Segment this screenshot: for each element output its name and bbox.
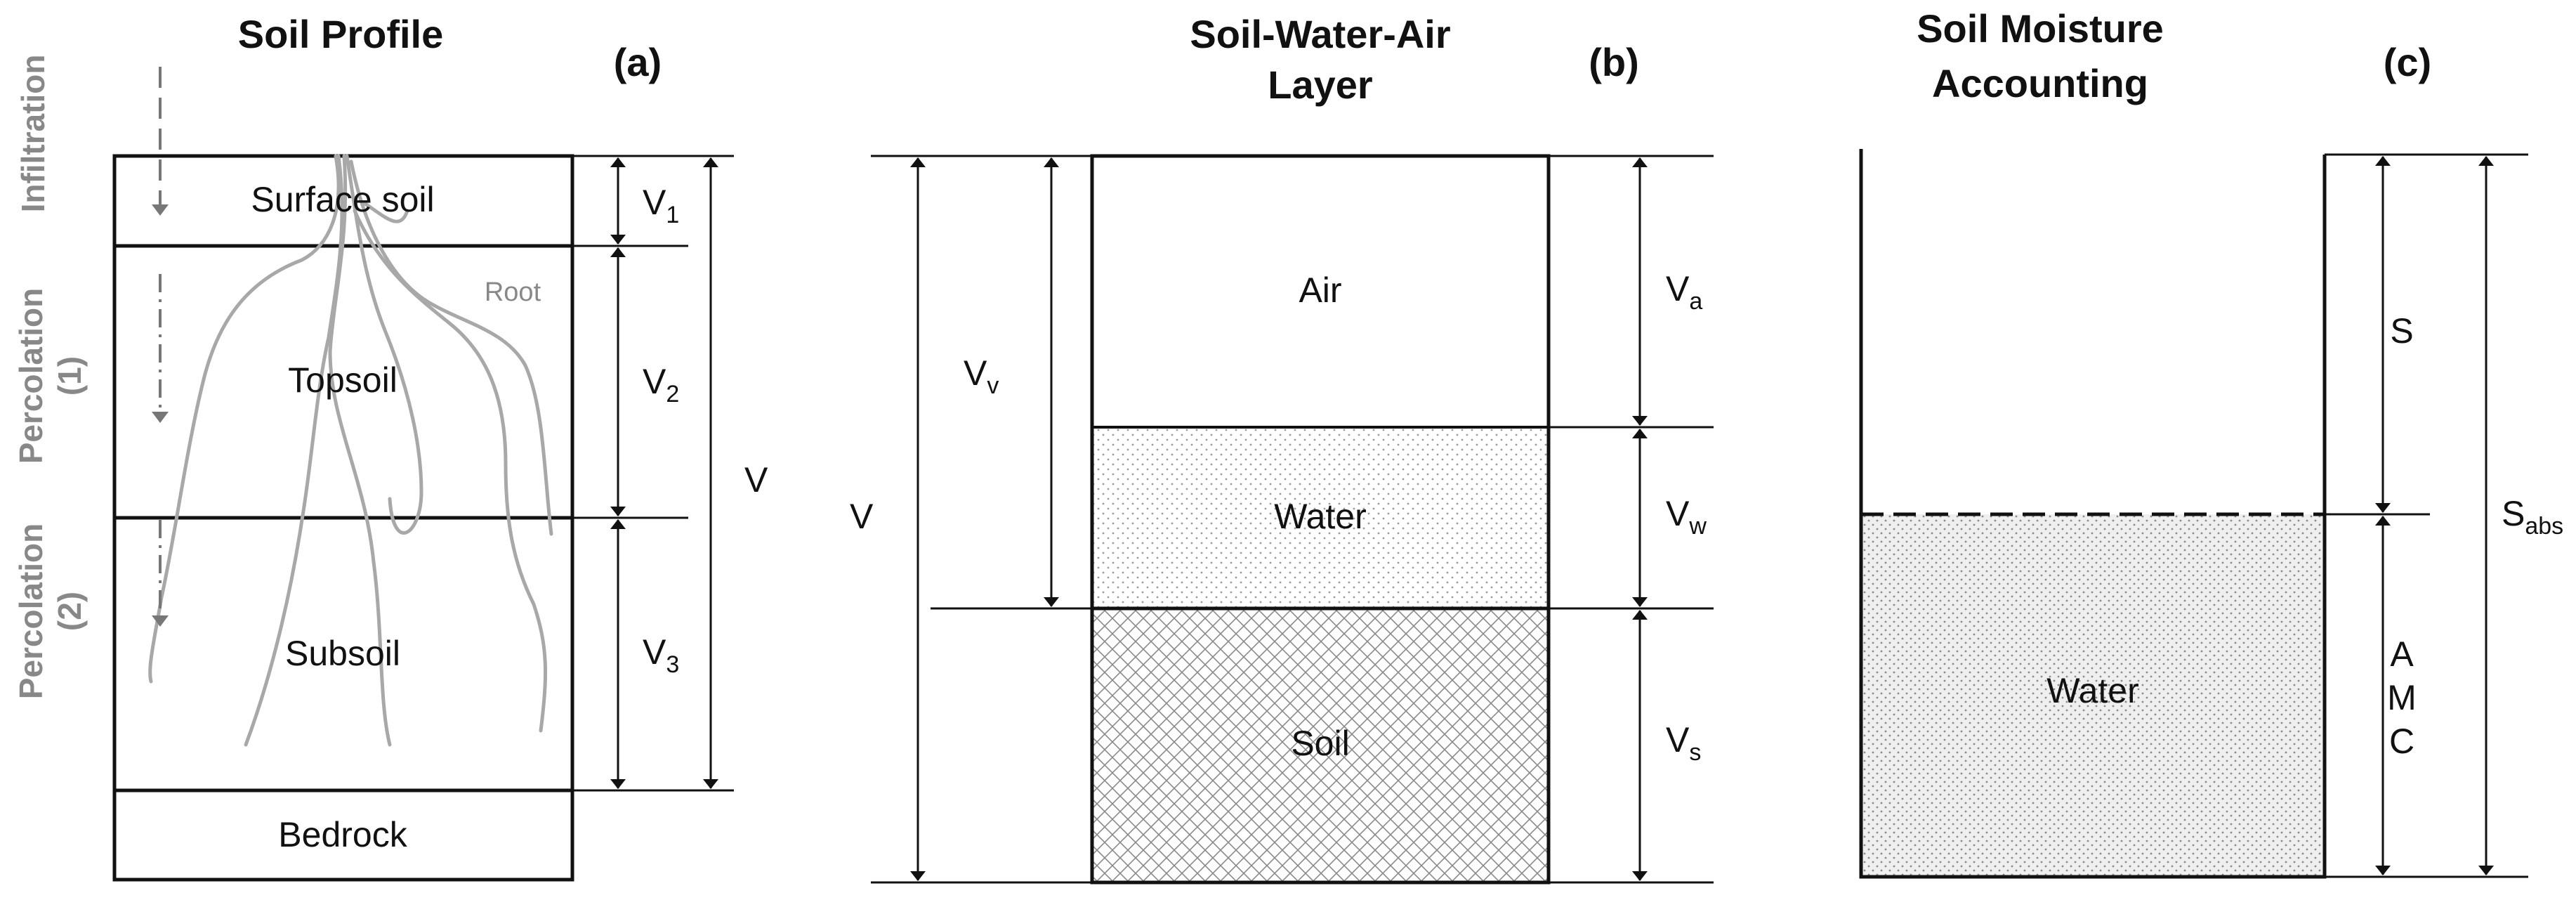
water-layer-fill	[1092, 427, 1549, 608]
percolation-1-label: Percolation	[13, 288, 49, 464]
panel-b: Soil-Water-Air Layer (b) Air Water Soil	[850, 12, 1714, 885]
v-total-label-a: V	[744, 460, 768, 500]
root-lines	[148, 154, 553, 747]
panel-c-title-line2: Accounting	[1932, 61, 2148, 105]
panel-a: Soil Profile (a) Infiltration Percolatio…	[13, 12, 768, 882]
v2-label: V2	[643, 362, 679, 407]
panel-b-tag: (b)	[1589, 40, 1639, 84]
va-label: Va	[1666, 269, 1702, 315]
v1-label: V1	[643, 183, 679, 228]
amc-letter-m: M	[2387, 678, 2417, 717]
percolation-2-number: (2)	[51, 592, 88, 631]
vs-label: Vs	[1666, 720, 1701, 766]
water-label-c: Water	[2046, 671, 2139, 710]
water-label-b: Water	[1274, 497, 1367, 536]
s-label: S	[2390, 311, 2413, 351]
soil-water-air-box	[1090, 154, 1551, 885]
v-total-label-b: V	[850, 497, 874, 536]
vw-label: Vw	[1666, 494, 1707, 540]
percolation-2-label: Percolation	[13, 523, 49, 700]
soil-label: Soil	[1291, 724, 1349, 763]
amc-letter-a: A	[2390, 634, 2414, 674]
panel-b-title-line1: Soil-Water-Air	[1190, 12, 1450, 56]
v3-label: V3	[643, 632, 679, 678]
topsoil-label: Topsoil	[288, 360, 397, 400]
water-fill-c	[1861, 514, 2325, 877]
panel-a-tag: (a)	[614, 40, 662, 84]
subsoil-label: Subsoil	[285, 634, 400, 673]
percolation-1-number: (1)	[51, 356, 88, 396]
air-label: Air	[1299, 270, 1341, 310]
amc-letter-c: C	[2389, 722, 2414, 761]
bedrock-label: Bedrock	[278, 815, 407, 854]
surface-soil-label: Surface soil	[251, 180, 434, 219]
panel-b-title-line2: Layer	[1268, 63, 1372, 107]
panel-c: Soil Moisture Accounting (c) Water S A M…	[1859, 6, 2563, 879]
panel-c-title-line1: Soil Moisture	[1917, 6, 2164, 51]
root-label: Root	[485, 278, 541, 307]
panel-a-title: Soil Profile	[238, 12, 444, 56]
panel-c-tag: (c)	[2384, 40, 2431, 84]
infiltration-label: Infiltration	[15, 55, 51, 213]
sabs-label: Sabs	[2502, 494, 2563, 540]
soil-layer-fill	[1092, 608, 1549, 882]
vv-label: Vv	[964, 353, 999, 399]
